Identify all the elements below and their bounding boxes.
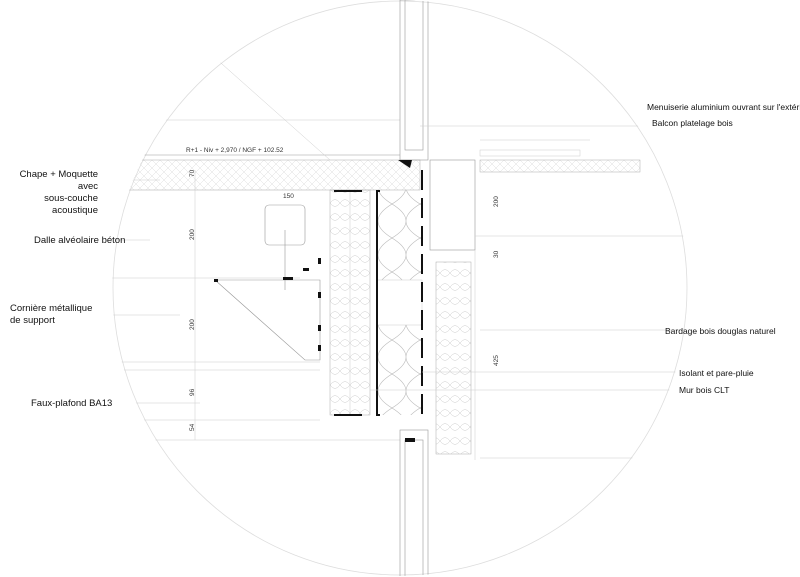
dim-200r: 200 [493, 196, 500, 207]
label-balcony: Balcon platelage bois [652, 118, 733, 128]
label-clt: Mur bois CLT [679, 385, 730, 395]
label-ceiling: Faux-plafond BA13 [31, 398, 113, 409]
dim-425: 425 [493, 355, 500, 366]
label-insulation: Isolant et pare-pluie [679, 368, 754, 378]
balcony-decking [479, 159, 641, 173]
dim-200a: 200 [189, 229, 196, 240]
label-angle: Cornière métallique de support [10, 303, 93, 326]
label-slab: Dalle alvéolaire béton [34, 235, 126, 246]
label-screed: Chape + Moquette avec sous-couche acoust… [19, 169, 98, 216]
dim-200b: 200 [189, 319, 196, 330]
dim-150: 150 [283, 193, 294, 200]
label-cladding: Bardage bois douglas naturel [665, 326, 776, 336]
label-window: Menuiserie aluminium ouvrant sur l'extér… [647, 102, 800, 112]
level-note: R+1 - Niv + 2,970 / NGF + 102.52 [186, 147, 284, 154]
dim-30: 30 [493, 250, 500, 258]
dim-54: 54 [189, 423, 196, 431]
dim-70: 70 [189, 169, 196, 177]
wood-cladding [435, 261, 472, 455]
dim-96: 96 [189, 388, 196, 396]
screed-layer [112, 159, 421, 191]
